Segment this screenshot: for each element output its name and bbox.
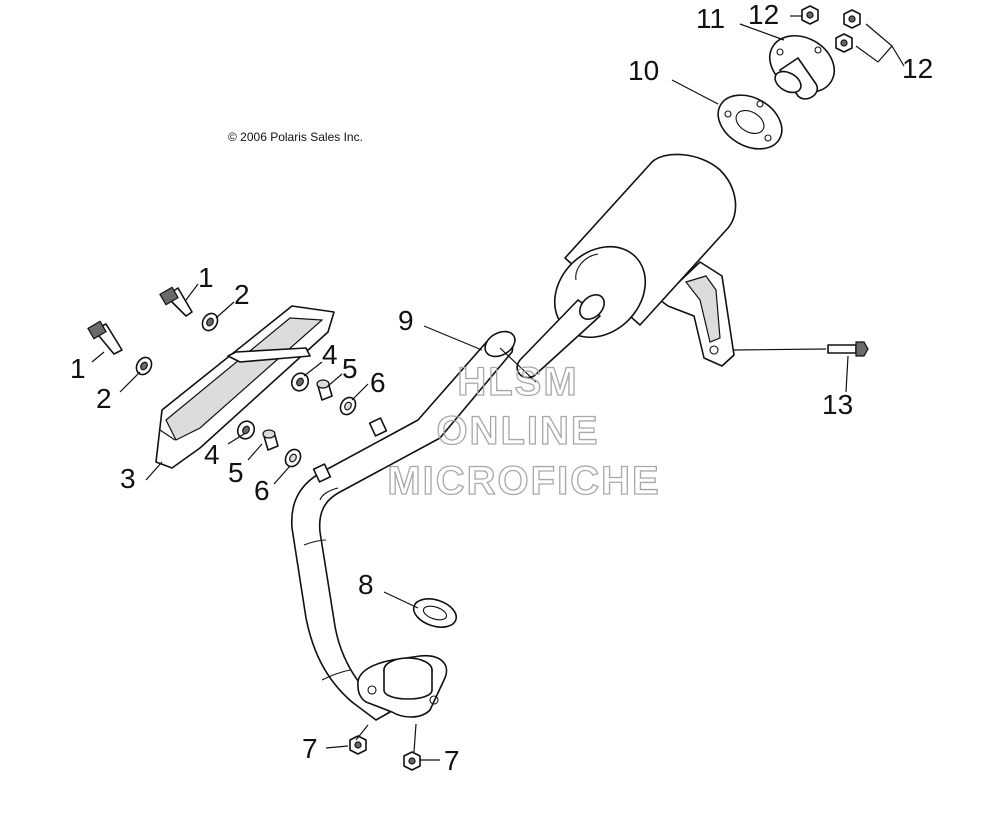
bolt-lower[interactable] <box>87 320 123 355</box>
washer-upper[interactable] <box>199 311 220 334</box>
callout-1-upper: 1 <box>198 262 214 293</box>
callout-5-upper: 5 <box>342 353 358 384</box>
nut-upper[interactable] <box>289 370 312 394</box>
washer-lower[interactable] <box>133 355 154 378</box>
callout-7-left: 7 <box>302 733 318 764</box>
callout-3: 3 <box>120 463 136 494</box>
callout-11: 11 <box>696 3 725 34</box>
callout-4-upper: 4 <box>322 339 338 370</box>
callout-10: 10 <box>628 55 659 86</box>
callout-12-left: 12 <box>748 0 779 30</box>
callout-6-lower: 6 <box>254 475 270 506</box>
watermark-line-3: MICROFICHE <box>387 459 660 503</box>
spark-arrestor-gasket[interactable] <box>709 84 792 160</box>
callout-5-lower: 5 <box>228 457 244 488</box>
leader-lines <box>91 15 905 761</box>
callout-13: 13 <box>822 389 853 420</box>
spark-arrestor[interactable] <box>760 24 845 103</box>
callout-2-upper: 2 <box>234 279 250 310</box>
mounting-bolt[interactable] <box>827 341 869 357</box>
watermark-line-2: ONLINE <box>436 409 599 453</box>
spacer-upper[interactable] <box>316 379 333 401</box>
flange-nut-right[interactable] <box>403 751 421 771</box>
callout-12-right: 12 <box>902 53 933 84</box>
exhaust-header-pipe[interactable] <box>290 326 520 721</box>
muffler[interactable] <box>516 153 737 379</box>
callout-4-lower: 4 <box>204 439 220 470</box>
bolt-upper[interactable] <box>159 286 193 317</box>
cap-nut-1[interactable] <box>801 5 819 25</box>
callout-8: 8 <box>358 569 374 600</box>
flange-nut-left[interactable] <box>349 735 367 755</box>
grommet-upper[interactable] <box>337 395 358 418</box>
copyright-text: © 2006 Polaris Sales Inc. <box>228 130 363 144</box>
callout-9: 9 <box>398 305 414 336</box>
grommet-lower[interactable] <box>282 447 303 470</box>
callout-7-right: 7 <box>444 745 460 776</box>
watermark: HLSM ONLINE MICROFICHE <box>387 359 660 503</box>
cap-nut-3[interactable] <box>835 33 853 53</box>
watermark-line-1: HLSM <box>457 360 578 404</box>
spacer-lower[interactable] <box>262 429 279 451</box>
callout-2-lower: 2 <box>96 383 112 414</box>
exhaust-gasket[interactable] <box>410 594 460 632</box>
callout-6-upper: 6 <box>370 367 386 398</box>
callout-1-lower: 1 <box>70 353 86 384</box>
heat-shield[interactable] <box>155 305 335 469</box>
nut-lower[interactable] <box>235 418 258 442</box>
cap-nut-2[interactable] <box>843 9 861 29</box>
